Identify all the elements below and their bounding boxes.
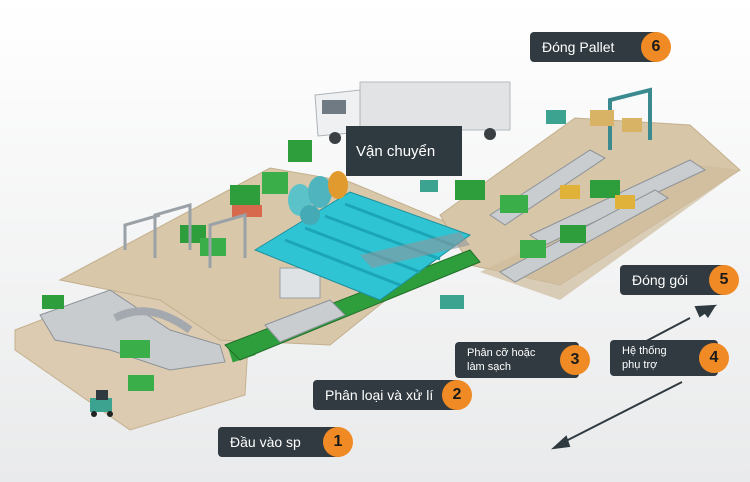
transport-text: Vận chuyển [356,142,436,160]
callout-label-auxiliary: Hệ thống phụ trợ [622,345,667,371]
forklift-packing [420,110,566,309]
arrow-up-right [701,305,716,318]
callout-label-grading: Phân cỡ hoặc làm sạch [467,347,536,373]
packing-line [455,149,707,283]
callout-label-palletizing: Đóng Pallet [542,39,615,55]
callout-badge-2: 2 [442,380,472,410]
callout-packing: Đóng gói 5 [620,265,739,295]
callout-input: Đầu vào sp 1 [218,427,353,457]
truck [314,81,511,144]
storage-tanks [288,171,348,225]
callout-sorting: Phân loại và xử lí 2 [313,380,472,410]
callout-label-sorting: Phân loại và xử lí [325,387,434,403]
callout-badge-5: 5 [709,265,739,295]
callout-grading: Phân cỡ hoặc làm sạch 3 [455,342,590,378]
callout-palletizing: Đóng Pallet 6 [530,32,671,62]
callout-badge-4: 4 [699,343,729,373]
transport-label: Vận chuyển [346,126,462,176]
gantry-frames [123,203,247,268]
forklift-input [90,390,113,417]
callout-badge-6: 6 [641,32,671,62]
callout-label-input: Đầu vào sp [230,434,301,450]
crate-stacks [180,140,312,256]
callout-auxiliary: Hệ thống phụ trợ 4 [610,340,729,376]
palletizer [590,87,652,150]
callout-label-packing: Đóng gói [632,272,689,288]
callout-badge-3: 3 [560,345,590,375]
callout-badge-1: 1 [323,427,353,457]
input-conveyor [39,289,256,391]
floor-auxiliary-strip [480,165,740,300]
